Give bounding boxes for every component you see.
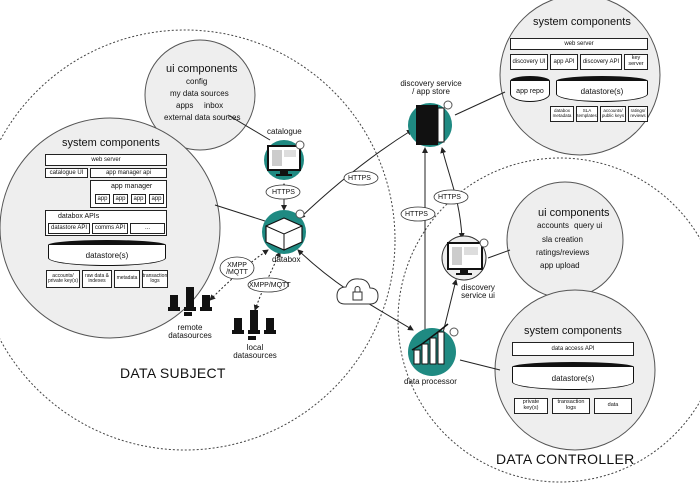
ds-ui-config: config: [186, 77, 208, 86]
dc-ui-sla: sla creation: [542, 235, 583, 244]
store-app-repo: app repo: [510, 76, 550, 102]
xmpp-remote-label: XMPP /MQTT: [226, 262, 248, 276]
dc-private-keys: private key(s): [514, 398, 548, 414]
ds-web-server: web server: [45, 154, 167, 166]
remote-datasources-label: remote datasources: [168, 323, 212, 340]
ds-metadata: metadata: [114, 270, 140, 288]
ds-ui-title: ui components: [166, 63, 238, 75]
https-label-store: HTTPS: [348, 175, 371, 182]
xmpp-local-label: XMPP/MQTT: [249, 282, 291, 289]
ds-app-manager-label: app manager: [111, 183, 153, 190]
store-web-server: web server: [510, 38, 648, 50]
ds-app-4: app: [149, 194, 164, 204]
store-accounts: accounts/ public keys: [600, 106, 626, 122]
ds-app-manager-panel: app manager app app app app: [90, 180, 167, 208]
ds-raw-data: raw data & indexes: [82, 270, 112, 288]
data-subject-title: DATA SUBJECT: [120, 365, 226, 381]
store-sys-title: system components: [533, 16, 631, 28]
dc-transaction: transaction logs: [552, 398, 590, 414]
https-cloud-catalogue: [265, 184, 301, 200]
catalogue-label: catalogue: [267, 127, 302, 136]
ds-app-manager-api: app manager api: [90, 168, 167, 178]
store-ratings: ratings/ reviews: [628, 106, 648, 122]
https-label-proc: HTTPS: [405, 211, 428, 218]
ds-ui-external: external data sources: [164, 113, 241, 122]
ds-datastore-api: datastore API: [48, 223, 90, 234]
ds-sys-title: system components: [62, 137, 160, 149]
data-subject-boundary: [0, 29, 396, 451]
dc-ui-ratings: ratings/reviews: [536, 248, 590, 257]
ds-ui-inbox: inbox: [204, 101, 224, 110]
ds-ui-apps: apps: [176, 101, 194, 110]
dc-sys-title: system components: [524, 325, 622, 337]
data-controller-title: DATA CONTROLLER: [496, 451, 635, 467]
store-discovery-ui: discovery UI: [510, 54, 548, 70]
store-databox-metadata: databox metadata: [550, 106, 574, 122]
local-datasources-label: local datasources: [233, 343, 277, 360]
catalogue-monitor-icon: [264, 140, 305, 180]
ds-app-1: app: [95, 194, 110, 204]
data-processor-label: data processor: [404, 377, 457, 386]
store-app-api: app API: [550, 54, 578, 70]
dc-datastore: datastore(s): [512, 362, 634, 390]
ds-catalogue-ui: catalogue UI: [45, 168, 88, 178]
ds-transaction: transaction logs: [142, 270, 168, 288]
discovery-service-ui-label: discovery service ui: [461, 283, 495, 300]
ds-ui-my-data-sources: my data sources: [170, 89, 229, 98]
dc-data: data: [594, 398, 632, 414]
ds-databox-apis-label: databox APIs: [58, 213, 100, 220]
local-datasource-icons: [232, 310, 276, 340]
https-cloud-store: [343, 170, 379, 186]
secure-cloud-icon: [336, 278, 379, 305]
xmpp-cloud-remote: [219, 256, 255, 280]
remote-datasource-icons: [168, 287, 212, 316]
ds-app-2: app: [113, 194, 128, 204]
ds-ui-circle: [144, 39, 256, 151]
discovery-ui-monitor-icon: [441, 235, 489, 281]
ds-databox-apis-panel: databox APIs datastore API comms API ...: [45, 210, 167, 236]
databox-icon: [262, 209, 306, 254]
https-cloud-ui: [433, 189, 469, 205]
data-processor-icon: [408, 323, 459, 376]
https-cloud-proc: [400, 206, 436, 222]
ds-accounts: accounts/ private key(s): [46, 270, 80, 288]
app-store-icon: [408, 100, 453, 147]
ds-app-3: app: [131, 194, 146, 204]
dc-ui-title: ui components: [538, 207, 610, 219]
https-label-ui: HTTPS: [438, 194, 461, 201]
store-discovery-api: discovery API: [580, 54, 622, 70]
ds-datastore: datastore(s): [48, 240, 166, 266]
ds-comms-api: comms API: [92, 223, 128, 234]
dc-ui-upload: app upload: [540, 261, 580, 270]
store-datastore: datastore(s): [556, 76, 648, 102]
discovery-store-label: discovery service / app store: [400, 79, 462, 96]
databox-label: databox: [272, 255, 301, 264]
store-sla: SLA templates: [576, 106, 598, 122]
ds-ellipsis: ...: [130, 223, 165, 234]
dc-ui-accounts: accounts: [537, 221, 570, 230]
dc-data-access-api: data access API: [512, 342, 634, 356]
store-key-server: key server: [624, 54, 648, 70]
dc-ui-query: query ui: [574, 221, 603, 230]
https-label-catalogue: HTTPS: [272, 189, 295, 196]
xmpp-cloud-local: [247, 277, 289, 293]
